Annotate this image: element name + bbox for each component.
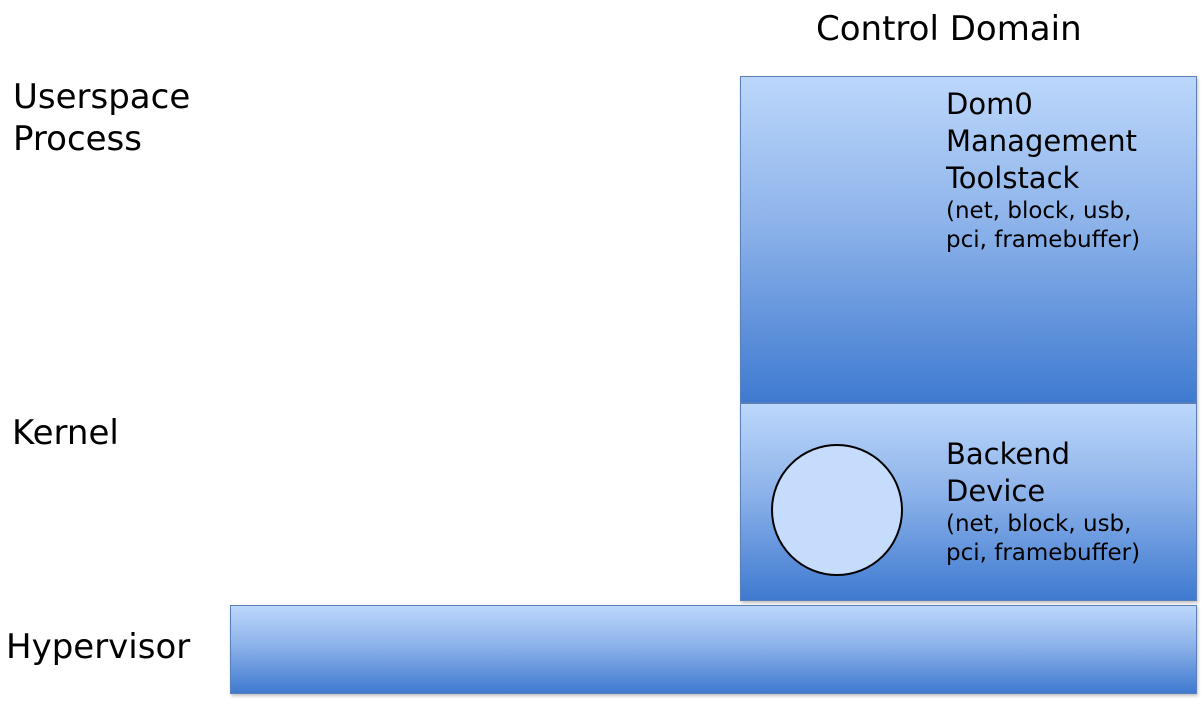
dom0-title-line: Toolstack: [946, 161, 1080, 195]
dom0-title-line: Management: [946, 124, 1138, 158]
control-domain-title: Control Domain: [816, 9, 1082, 49]
backend-device-circle: [771, 444, 903, 576]
dom0-devices-line: pci, framebuffer): [946, 227, 1141, 253]
backend-devices-line: (net, block, usb,: [946, 511, 1132, 537]
hypervisor-label: Hypervisor: [6, 627, 191, 667]
backend-title-line: Device: [946, 474, 1046, 508]
dom0-toolstack-box: Dom0 Management Toolstack (net, block, u…: [740, 76, 1197, 403]
dom0-title-line: Dom0: [946, 87, 1033, 121]
dom0-devices-line: (net, block, usb,: [946, 198, 1132, 224]
kernel-label: Kernel: [12, 413, 119, 453]
hypervisor-bar: [230, 605, 1197, 694]
backend-devices-line: pci, framebuffer): [946, 540, 1141, 566]
backend-title-line: Backend: [946, 437, 1071, 471]
backend-device-text: Backend Device (net, block, usb, pci, fr…: [946, 436, 1140, 568]
userspace-label-line: Userspace: [13, 77, 191, 117]
userspace-process-label: Userspace Process: [13, 76, 190, 160]
dom0-toolstack-text: Dom0 Management Toolstack (net, block, u…: [946, 86, 1140, 255]
process-label-line: Process: [13, 119, 142, 159]
backend-device-box: Backend Device (net, block, usb, pci, fr…: [740, 403, 1197, 601]
